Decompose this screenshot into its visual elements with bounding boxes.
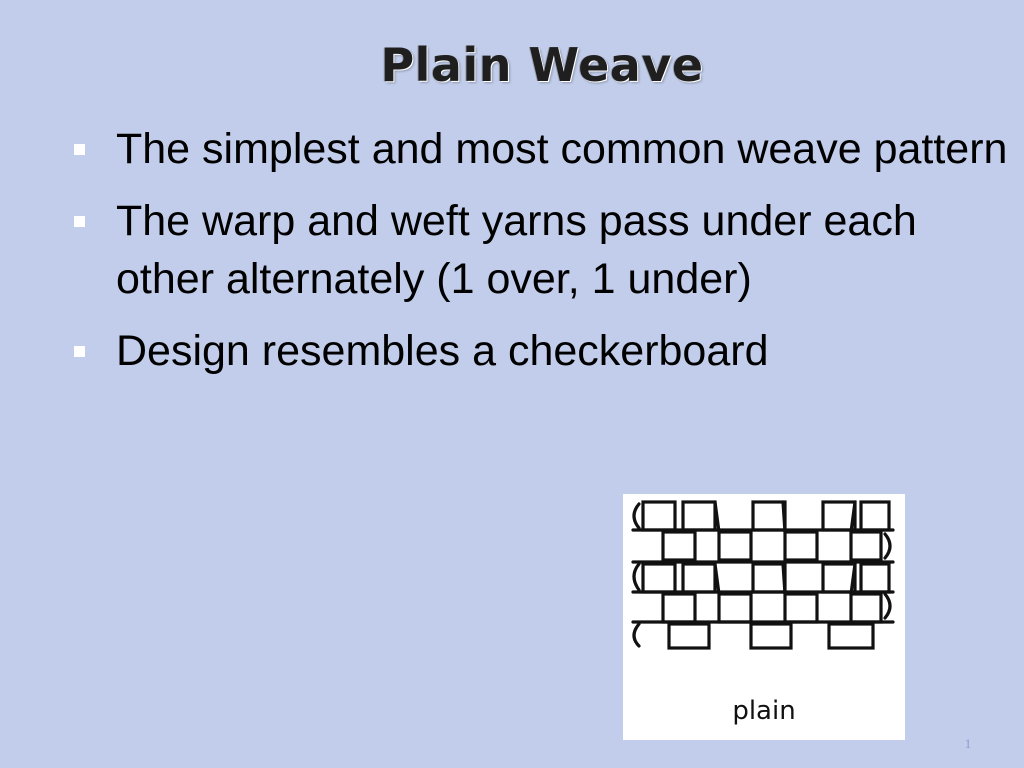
bullet-item: The warp and weft yarns pass under each … xyxy=(70,192,1015,308)
bullet-item: Design resembles a checkerboard xyxy=(70,322,1015,380)
bullet-text: Design resembles a checkerboard xyxy=(116,327,769,375)
square-bullet-icon xyxy=(74,144,85,155)
slide-title: Plain Weave xyxy=(380,38,704,92)
plain-weave-diagram xyxy=(631,500,895,650)
page-number: 1 xyxy=(964,736,972,751)
square-bullet-icon xyxy=(74,346,85,357)
square-bullet-icon xyxy=(74,216,85,227)
bullet-text: The warp and weft yarns pass under each … xyxy=(116,197,917,303)
bullet-item: The simplest and most common weave patte… xyxy=(70,120,1015,178)
figure-caption: plain xyxy=(732,696,796,726)
bullet-list: The simplest and most common weave patte… xyxy=(70,120,1015,394)
plain-weave-figure: plain xyxy=(623,494,905,740)
bullet-text: The simplest and most common weave patte… xyxy=(116,125,1008,173)
